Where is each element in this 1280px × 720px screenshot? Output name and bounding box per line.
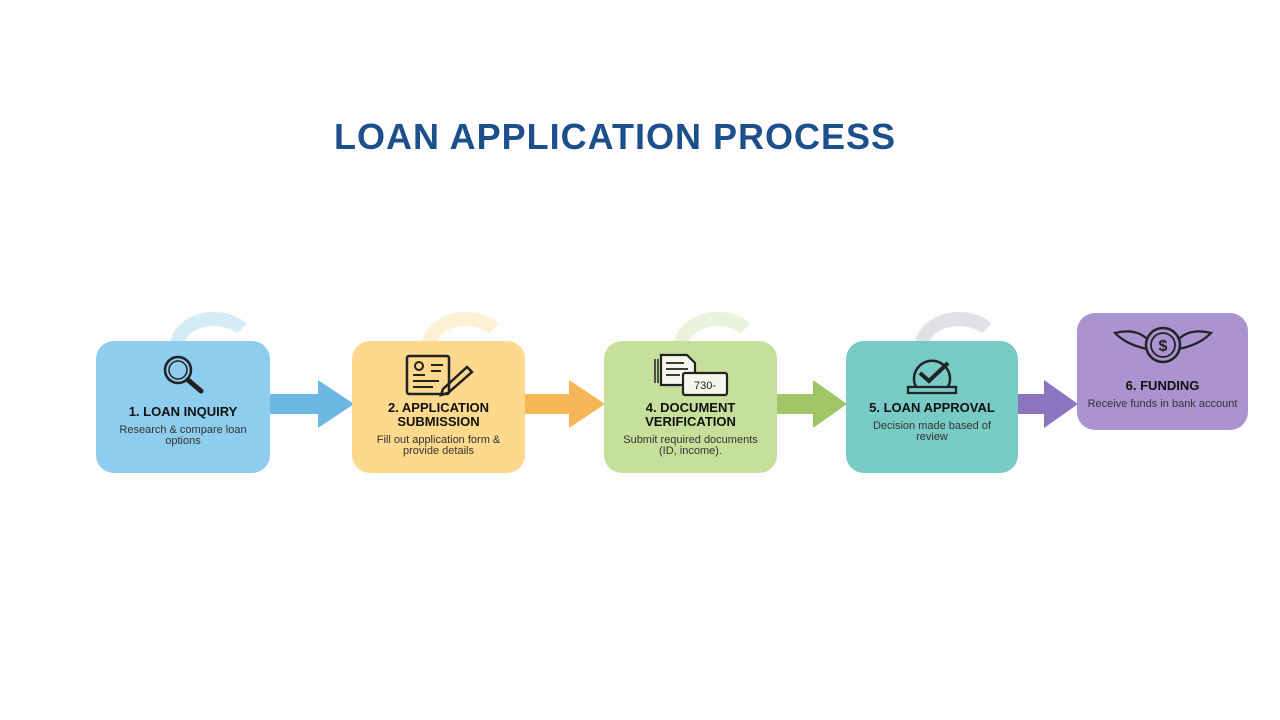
step-description: Decision made based of review	[872, 420, 991, 443]
arrow-icon	[775, 380, 847, 428]
arrow-icon	[1016, 380, 1078, 428]
step-application-submission: 2. APPLICATION SUBMISSION Fill out appli…	[352, 341, 525, 473]
magnifier-icon	[163, 355, 204, 394]
step-heading: 5. LOAN APPROVAL	[869, 400, 995, 415]
document-amount: 730-	[693, 380, 715, 392]
step-loan-approval: 5. LOAN APPROVAL Decision made based of …	[846, 341, 1018, 473]
step-description: Submit required documents (ID, income).	[623, 434, 758, 457]
step-heading: 1. LOAN INQUIRY	[128, 404, 238, 419]
step-document-verification: 730- 4. DOCUMENT VERIFICATION Submit req…	[604, 341, 777, 473]
form-pencil-icon	[405, 354, 474, 397]
step-description: Receive funds in bank account	[1087, 398, 1238, 410]
winged-dollar-icon: $	[1112, 326, 1213, 364]
dollar-symbol: $	[1158, 338, 1167, 355]
step-loan-inquiry: 1. LOAN INQUIRY Research & compare loan …	[96, 341, 270, 473]
arrow-icon	[268, 380, 354, 428]
step-heading: 2. APPLICATION SUBMISSION	[387, 400, 490, 429]
arrow-icon	[523, 380, 605, 428]
step-description: Fill out application form & provide deta…	[376, 434, 501, 457]
step-description: Research & compare loan options	[119, 424, 247, 447]
step-funding: $ 6. FUNDING Receive funds in bank accou…	[1077, 313, 1248, 430]
step-heading: 6. FUNDING	[1125, 378, 1200, 393]
documents-icon: 730-	[653, 353, 728, 397]
checkmark-icon	[906, 359, 958, 395]
step-heading: 4. DOCUMENT VERIFICATION	[645, 400, 736, 429]
page-title: LOAN APPLICATION PROCESS	[333, 116, 897, 157]
